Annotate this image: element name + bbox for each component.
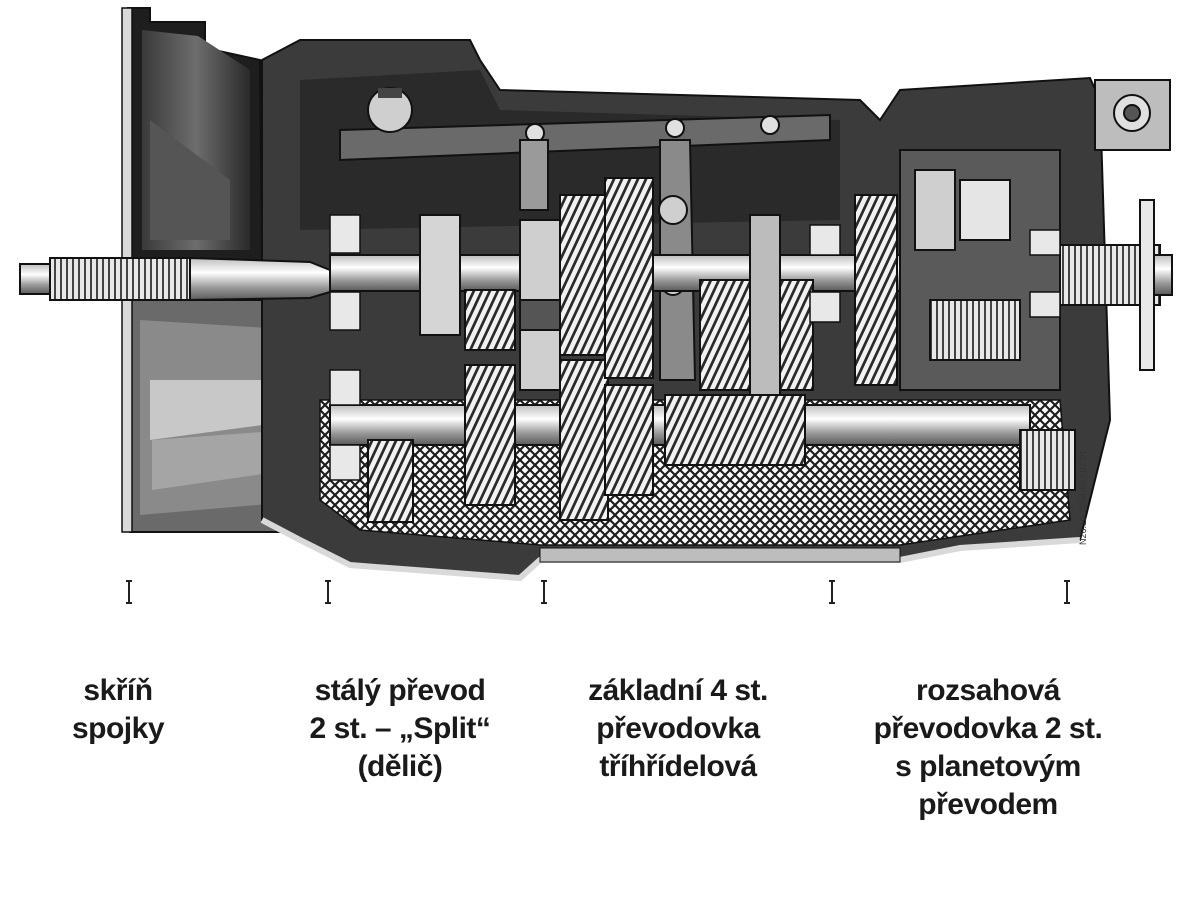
caption-line: spojky (71, 712, 165, 745)
caption-range-gearbox: rozsahová převodovka 2 st. s planetovým … (838, 672, 1138, 824)
planetary-range-section (899, 79, 1171, 491)
section-divider-2 (325, 580, 331, 604)
caption-line: skříň (83, 674, 153, 707)
caption-line: stálý převod (314, 674, 486, 707)
input-shaft (19, 256, 331, 302)
caption-line: převodovka 2 st. (873, 712, 1103, 745)
caption-main-gearbox: základní 4 st. převodovka tříhřídelová (548, 672, 808, 786)
caption-line: 2 st. – „Split“ (309, 712, 491, 745)
section-divider-1 (126, 580, 132, 604)
section-divider-5 (1064, 580, 1070, 604)
caption-clutch-housing: skříň spojky (38, 672, 198, 748)
figure-reference-code: N26.10-2054-50 / 07.01 (1078, 449, 1088, 545)
caption-line: rozsahová (916, 674, 1060, 707)
bearings (329, 214, 1061, 481)
caption-line: převodem (918, 788, 1058, 821)
section-divider-3 (541, 580, 547, 604)
caption-line: převodovka (596, 712, 760, 745)
caption-line: tříhřídelová (599, 750, 757, 783)
gear-set (367, 177, 898, 523)
section-divider-4 (829, 580, 835, 604)
caption-line: s planetovým (895, 750, 1081, 783)
caption-line: (dělič) (357, 750, 443, 783)
caption-line: základní 4 st. (588, 674, 768, 707)
caption-split-gear: stálý převod 2 st. – „Split“ (dělič) (270, 672, 530, 786)
